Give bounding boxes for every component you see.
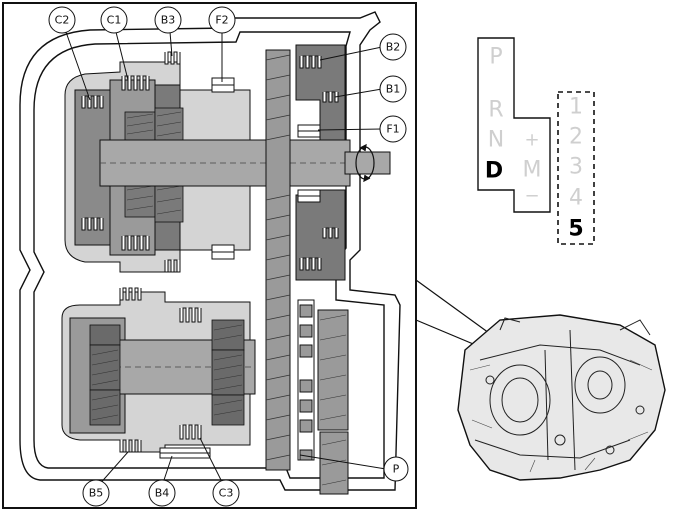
gear-number-2: 2 <box>569 125 583 150</box>
label-c2: C2 <box>55 14 70 27</box>
brake-pack-b2 <box>299 55 322 271</box>
callout-b5: B5 <box>82 479 110 507</box>
label-b3: B3 <box>161 14 176 27</box>
label-b2: B2 <box>386 41 401 54</box>
label-c1: C1 <box>107 14 122 27</box>
callout-c2: C2 <box>48 6 76 34</box>
callout-f2: F2 <box>208 6 236 34</box>
gear-position-r: R <box>488 98 503 123</box>
callout-b3: B3 <box>154 6 182 34</box>
transfer-drive-gear <box>265 49 291 471</box>
one-way-clutch-f2 <box>211 77 235 260</box>
gear-number-1: 1 <box>569 95 583 120</box>
shift-gate: P R N D + M − <box>477 37 551 213</box>
brake-pack-b1 <box>322 91 339 239</box>
gear-number-3: 3 <box>569 155 583 180</box>
gear-number-4: 4 <box>569 186 583 211</box>
gear-number-strip: 1 2 3 4 5 <box>557 91 595 245</box>
label-f1: F1 <box>386 123 399 136</box>
gear-position-n: N <box>488 128 504 153</box>
label-b4: B4 <box>155 487 170 500</box>
label-p: P <box>393 463 400 476</box>
callout-b4: B4 <box>148 479 176 507</box>
label-f2: F2 <box>215 14 228 27</box>
clutch-pack-c2 <box>81 95 104 231</box>
gear-position-p: P <box>489 45 502 70</box>
gear-strip-outline <box>557 91 595 245</box>
brake-pack-b3 <box>164 51 181 273</box>
one-way-clutch-f1 <box>297 124 321 203</box>
brake-band-b4 <box>159 447 211 459</box>
final-drive-gears <box>297 299 349 495</box>
transmission-housing <box>19 11 401 491</box>
rotation-arrow-icon <box>355 143 375 183</box>
label-b1: B1 <box>386 83 401 96</box>
manual-plus: + <box>524 130 539 151</box>
shift-gate-outline <box>477 37 551 213</box>
callout-leaders <box>65 31 387 487</box>
label-c3: C3 <box>219 487 234 500</box>
gear-number-5: 5 <box>568 217 583 242</box>
brake-drum-b1-b2 <box>295 44 346 281</box>
clutch-pack-c1 <box>121 75 150 251</box>
callout-b2: B2 <box>379 33 407 61</box>
transmission-unit-icon <box>457 314 666 481</box>
gear-position-d: D <box>485 159 503 184</box>
label-b5: B5 <box>89 487 104 500</box>
callout-c1: C1 <box>100 6 128 34</box>
main-shaft <box>99 139 391 187</box>
manual-minus: − <box>524 186 539 207</box>
callout-p: P <box>383 456 409 482</box>
lower-gear-set <box>61 287 256 459</box>
brake-pack-b5 <box>119 287 142 453</box>
clutch-pack-c3 <box>179 307 202 440</box>
manual-mode-m: M <box>523 158 542 183</box>
callout-c3: C3 <box>212 479 240 507</box>
callout-f1: F1 <box>379 115 407 143</box>
callout-b1: B1 <box>379 75 407 103</box>
